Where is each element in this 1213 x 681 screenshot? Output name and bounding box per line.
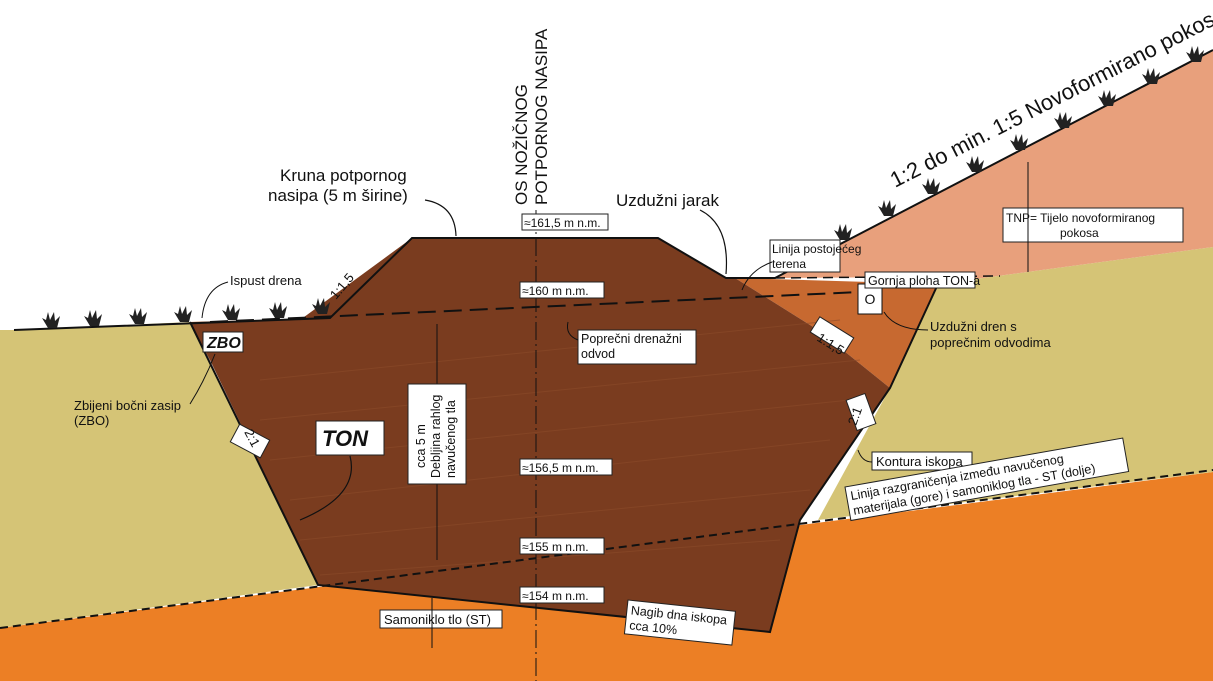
existing-terrain-box xyxy=(769,239,841,273)
ton-leader xyxy=(299,455,352,521)
long-drain-leader xyxy=(883,311,929,331)
ton-tag: TON xyxy=(322,426,369,451)
elev-160-box xyxy=(519,281,605,299)
ratio-right-upper-box xyxy=(809,316,855,354)
drain-dashed-line xyxy=(209,291,861,323)
ditch-leader xyxy=(699,209,728,275)
elev-160: ≈160 m n.m. xyxy=(522,284,589,298)
ratio-right-lower-box xyxy=(845,392,877,432)
native-boundary-line xyxy=(0,469,1213,629)
elev-155: ≈155 m n.m. xyxy=(522,540,589,554)
drain-outlet-leader xyxy=(201,281,229,319)
excavation-contour xyxy=(189,283,939,634)
khaki-ground-left xyxy=(0,322,318,628)
excavation-box xyxy=(871,451,973,471)
drain-outlet-label: Ispust drena xyxy=(230,273,302,288)
existing-terrain-leader xyxy=(741,261,773,291)
elev-154: ≈154 m n.m. xyxy=(522,589,589,603)
ratio-left-lower: 2:1 xyxy=(241,426,263,449)
elev-1565-box xyxy=(519,458,613,476)
zbo-tag-box xyxy=(202,331,244,353)
axis-title-line2: POTPORNOG NASIPA xyxy=(532,28,551,205)
zbo-desc-line2: (ZBO) xyxy=(74,413,109,428)
crest-label-line1: Kruna potpornog xyxy=(280,166,407,185)
thickness-line3: navučenog tla xyxy=(444,400,458,478)
tnp-line1: TNP= Tijelo novoformiranog xyxy=(1006,211,1155,225)
cross-drain-line1: Poprečni drenažni xyxy=(581,332,682,346)
ton-tag-box xyxy=(315,420,385,456)
existing-terrain-line2: terena xyxy=(772,257,806,271)
boundary-box xyxy=(844,437,1130,522)
native-soil-box xyxy=(379,609,503,629)
crest-leader xyxy=(424,199,457,237)
tnp-line2: pokosa xyxy=(1060,226,1099,240)
cross-drain-line2: odvod xyxy=(581,347,615,361)
ratio-right-lower: 2:1 xyxy=(845,405,865,427)
ditch-label: Uzdužni jarak xyxy=(616,191,719,210)
crest-label-line2: nasipa (5 m širine) xyxy=(268,186,408,205)
elev-1565: ≈156,5 m n.m. xyxy=(522,461,599,475)
native-soil-label: Samoniklo tlo (ST) xyxy=(384,612,491,627)
top-surface-label: Gornja ploha TON-a xyxy=(868,274,980,288)
bottom-slope-group: Nagib dna iskopa cca 10% xyxy=(623,599,736,646)
top-surface-box xyxy=(864,271,976,289)
cross-drain-box xyxy=(577,329,697,365)
thickness-line1: cca 5 m xyxy=(414,424,428,468)
thickness-line2: Debljina rahlog xyxy=(429,395,443,478)
drain-symbol-text: O xyxy=(865,291,876,307)
zbo-leader xyxy=(189,353,216,405)
elev-1615: ≈161,5 m n.m. xyxy=(524,216,601,230)
elev-154-box xyxy=(519,586,605,604)
bottom-slope-line2: cca 10% xyxy=(629,618,678,637)
elev-1615-box xyxy=(521,213,609,231)
existing-terrain-line1: Linija postojećeg xyxy=(772,242,861,256)
zbo-tag: ZBO xyxy=(206,335,241,352)
tnp-box xyxy=(1002,207,1184,243)
axis-title-line1: OS NOŽIČNOG xyxy=(512,84,531,205)
ratio-left-lower-box xyxy=(229,423,271,459)
long-drain-line1: Uzdužni dren s xyxy=(930,319,1017,334)
grass-tufts xyxy=(42,46,1204,328)
zbo-desc-line1: Zbijeni bočni zasip xyxy=(74,398,181,413)
excavation-leader xyxy=(857,449,873,463)
thickness-box xyxy=(407,383,467,485)
longitudinal-drain-symbol xyxy=(857,283,883,315)
cross-drain-leader xyxy=(567,321,579,341)
long-drain-line2: poprečnim odvodima xyxy=(930,335,1051,350)
elev-155-box xyxy=(519,537,605,555)
bottom-slope-box xyxy=(623,599,736,646)
excavation-label: Kontura iskopa xyxy=(876,454,963,469)
